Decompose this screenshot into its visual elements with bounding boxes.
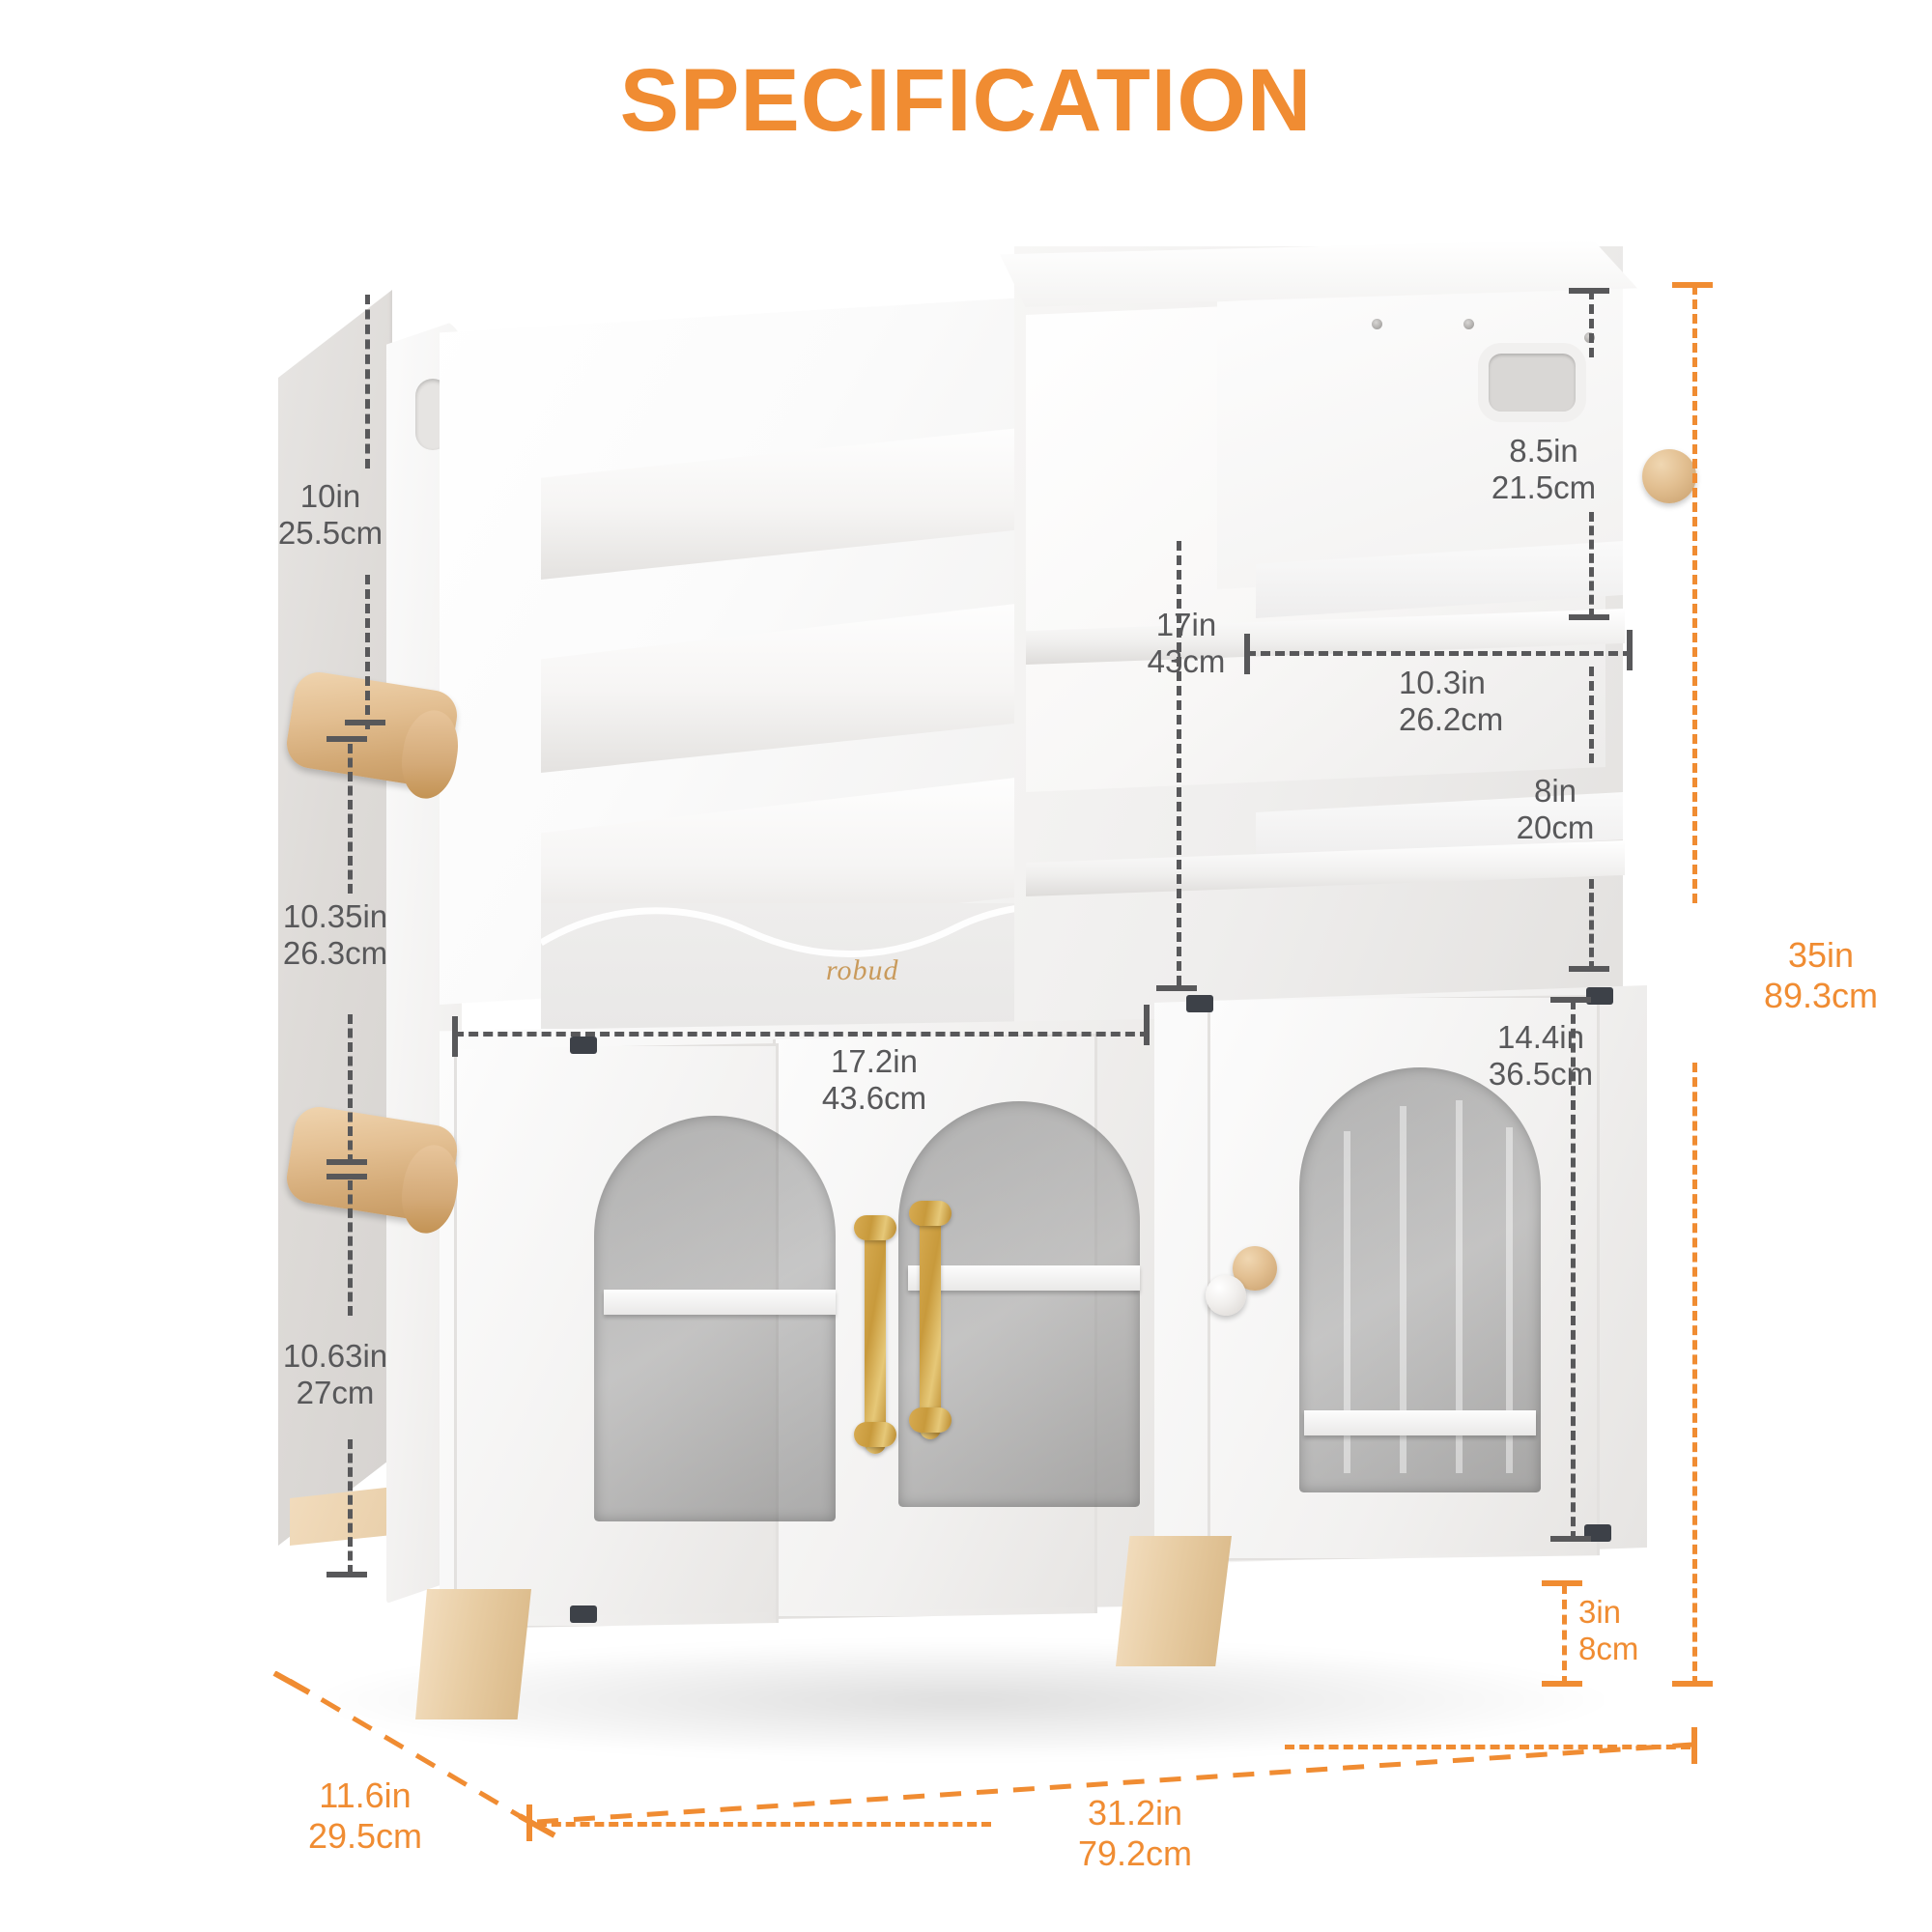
brass-handle-cap-bottom-right <box>909 1407 952 1433</box>
tower-open-compartment <box>1217 280 1623 589</box>
hinge-icon <box>570 1037 597 1054</box>
ruler-cap <box>1542 1580 1582 1586</box>
brass-handle-left-door[interactable] <box>865 1222 886 1454</box>
page-title: SPECIFICATION <box>619 51 1313 150</box>
ruler-cap <box>1672 1681 1713 1687</box>
ruler-cap <box>1550 997 1591 1003</box>
ruler-cap <box>345 720 385 725</box>
cabinet-left-glass-panel <box>594 1116 836 1521</box>
ruler-overall-width <box>526 1727 1697 1841</box>
front-right-leg <box>1116 1536 1232 1666</box>
cabinet-inner-shelf-left <box>604 1290 836 1315</box>
dimension-overall-height: 35in 89.3cm <box>1763 935 1879 1015</box>
ruler-cap <box>1244 634 1250 674</box>
dimension-leg-height: 3in 8cm <box>1578 1594 1639 1667</box>
ruler-cap <box>1156 985 1197 991</box>
ruler-tower-mid-upper <box>1589 667 1594 763</box>
ruler-cap <box>327 1572 367 1577</box>
ruler-leg-height <box>1562 1584 1567 1686</box>
ruler-cap <box>1550 1536 1591 1542</box>
dimension-overall-width: 31.2in 79.2cm <box>1077 1793 1193 1873</box>
dimension-tower-top-compartment: 8.5in 21.5cm <box>1491 433 1597 506</box>
ruler-cap <box>1144 1005 1150 1045</box>
dimension-mid-left-shelf-height: 10.35in 26.3cm <box>282 898 388 972</box>
dimension-tower-mid-compartment: 8in 20cm <box>1516 773 1595 846</box>
ruler-cap <box>1672 282 1713 288</box>
ruler-tower-shelf-width <box>1246 651 1633 656</box>
dimension-lower-left-cabinet-height: 10.63in 27cm <box>282 1338 388 1411</box>
tower-handle-cutout <box>1478 343 1586 422</box>
brass-handle-right-door[interactable] <box>920 1208 941 1439</box>
ruler-mid-left-upper <box>348 744 353 894</box>
ruler-cap <box>1569 614 1609 620</box>
ruler-overall-width-right <box>1285 1745 1690 1749</box>
dimension-left-cabinet-width: 17.2in 43.6cm <box>821 1043 927 1117</box>
dimension-bookshelf-width: 17in 43cm <box>1147 607 1226 680</box>
hinge-icon <box>1584 1524 1611 1542</box>
cabinet-left-side-panel <box>278 290 392 1546</box>
screw-icon <box>1372 319 1382 329</box>
hinge-icon <box>1586 987 1613 1005</box>
floor-shadow <box>319 1642 1604 1758</box>
ruler-tower-top-lower <box>1589 512 1594 618</box>
brass-handle-cap-bottom-left <box>854 1422 896 1447</box>
ruler-cap <box>327 1174 367 1179</box>
ruler-lower-left-lower <box>348 1439 353 1575</box>
ruler-cap <box>1569 288 1609 294</box>
ruler-left-cabinet-width <box>454 1032 1150 1037</box>
hinge-icon <box>1186 995 1213 1012</box>
dimension-overall-depth: 11.6in 29.5cm <box>307 1776 423 1856</box>
dimension-right-cabinet-height: 14.4in 36.5cm <box>1488 1019 1594 1093</box>
ruler-lower-left-upper <box>348 1180 353 1316</box>
ruler-cap <box>452 1016 458 1057</box>
ruler-overall-height-lower <box>1692 1063 1697 1686</box>
ruler-mid-left-lower <box>348 1014 353 1164</box>
ruler-cap <box>1627 630 1633 670</box>
screw-icon <box>1463 319 1474 329</box>
ruler-cap <box>1542 1681 1582 1687</box>
ruler-overall-width-left <box>537 1822 991 1827</box>
brass-handle-cap-top-right <box>909 1201 952 1226</box>
ruler-cap <box>327 736 367 742</box>
right-side-wood-peg <box>1642 449 1696 503</box>
ruler-top-left-shelf-upper <box>365 295 370 469</box>
brass-handle-cap-top-left <box>854 1215 896 1240</box>
ruler-cap <box>327 1159 367 1165</box>
ruler-tower-top-upper <box>1589 290 1594 357</box>
dimension-tower-shelf-width: 10.3in 26.2cm <box>1399 665 1504 738</box>
brand-logo: robud <box>826 954 899 986</box>
ruler-overall-height-upper <box>1692 285 1697 903</box>
right-door-knob-base[interactable] <box>1206 1275 1246 1316</box>
dimension-top-left-shelf-height: 10in 25.5cm <box>277 478 384 552</box>
hinge-icon <box>570 1605 597 1623</box>
ruler-bookshelf-width <box>1177 541 1181 985</box>
ruler-cap <box>1569 966 1609 972</box>
right-cabinet-inner-shelf <box>1304 1410 1536 1435</box>
cabinet-inner-shelf-right <box>908 1265 1140 1291</box>
front-left-leg <box>415 1589 531 1719</box>
ruler-tower-mid-lower <box>1589 879 1594 971</box>
ruler-right-cabinet-height <box>1571 1000 1576 1541</box>
ruler-top-left-shelf-lower <box>365 575 370 729</box>
